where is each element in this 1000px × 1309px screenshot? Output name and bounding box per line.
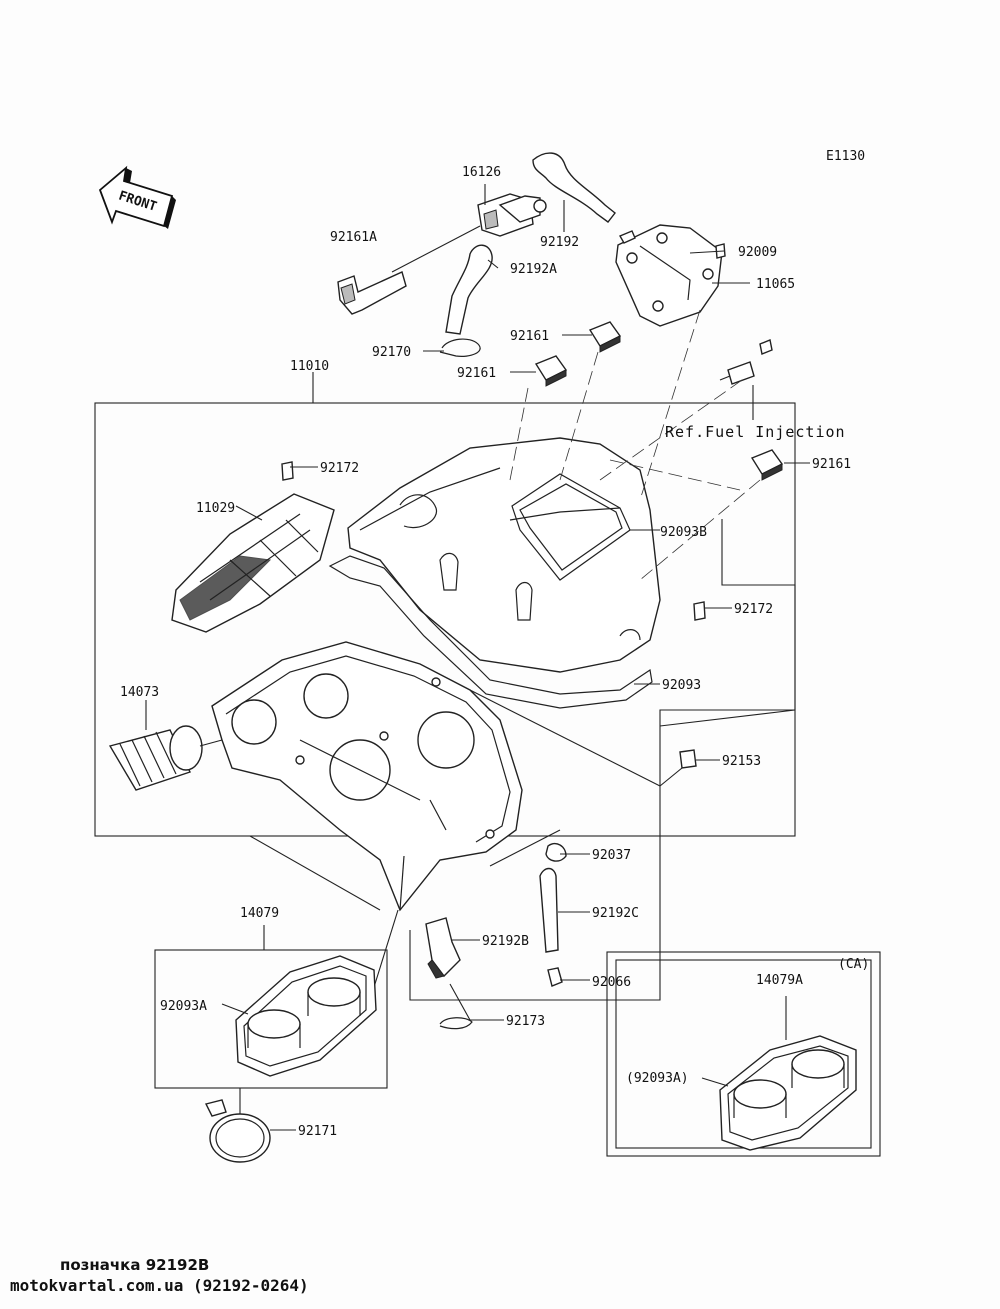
label-92161a: 92161A (330, 230, 377, 245)
air-cleaner-14079a (719, 1035, 857, 1151)
label-92161-1: 92161 (510, 329, 549, 344)
label-92172-1: 92172 (320, 461, 359, 476)
label-92192b: 92192B (482, 934, 529, 949)
label-92161-2: 92161 (457, 366, 496, 381)
ref-fuel-injection-note: Ref.Fuel Injection (665, 423, 846, 441)
assembly-box-14079a (606, 951, 881, 1157)
foam-pad-92161-3 (750, 449, 784, 481)
valve-16126 (477, 193, 547, 237)
label-92172-2: 92172 (734, 602, 773, 617)
hose-92192a (445, 244, 493, 335)
bracket-92161a (337, 271, 407, 315)
gasket-92093 (328, 555, 653, 709)
label-11065: 11065 (756, 277, 795, 292)
diagram-code: E1130 (826, 149, 865, 164)
label-92173: 92173 (506, 1014, 545, 1029)
label-92161-3: 92161 (812, 457, 851, 472)
foam-pad-92161-1 (588, 321, 622, 353)
label-16126: 16126 (462, 165, 501, 180)
air-cleaner-14079 (235, 955, 377, 1077)
label-92093a-paren: (92093A) (626, 1071, 689, 1086)
label-11010: 11010 (290, 359, 329, 374)
clamp-92037 (545, 842, 567, 862)
label-92037: 92037 (592, 848, 631, 863)
bolt-92153 (679, 749, 697, 769)
lower-housing (211, 641, 523, 912)
label-14079a: 14079A (756, 973, 803, 988)
label-14079: 14079 (240, 906, 279, 921)
footer-source: motokvartal.com.ua (92192-0264) (10, 1276, 309, 1295)
label-92192c: 92192C (592, 906, 639, 921)
upper-housing (347, 437, 661, 673)
screw-92172-1 (281, 461, 294, 481)
variant-label: (CA) (838, 957, 869, 972)
label-92192: 92192 (540, 235, 579, 250)
clip-92170 (439, 338, 481, 357)
inlet-duct-14073 (108, 725, 223, 791)
label-92093a: 92093A (160, 999, 207, 1014)
band-clamp-92171 (204, 1099, 271, 1163)
filter-element-11029 (171, 493, 335, 633)
label-92153: 92153 (722, 754, 761, 769)
clip-92173 (439, 1017, 473, 1030)
footer-note: позначка 92192B (60, 1256, 210, 1274)
drain-92192b (425, 917, 461, 979)
label-92093b: 92093B (660, 525, 707, 540)
plug-92066 (547, 967, 563, 987)
cover-plate-11065 (615, 224, 723, 327)
label-92009: 92009 (738, 245, 777, 260)
front-arrow-icon: FRONT (98, 165, 176, 229)
sensor-ref-fuel-injection (719, 339, 773, 385)
label-92093: 92093 (662, 678, 701, 693)
label-92066: 92066 (592, 975, 631, 990)
label-92171: 92171 (298, 1124, 337, 1139)
label-14073: 14073 (120, 685, 159, 700)
assembly-box-14079 (154, 949, 388, 1089)
hose-92192c (539, 867, 559, 953)
hose-92192 (532, 152, 616, 223)
screw-92172-2 (693, 601, 706, 621)
foam-pad-92161-2 (534, 355, 568, 387)
label-92170: 92170 (372, 345, 411, 360)
label-92192a: 92192A (510, 262, 557, 277)
label-11029: 11029 (196, 501, 235, 516)
